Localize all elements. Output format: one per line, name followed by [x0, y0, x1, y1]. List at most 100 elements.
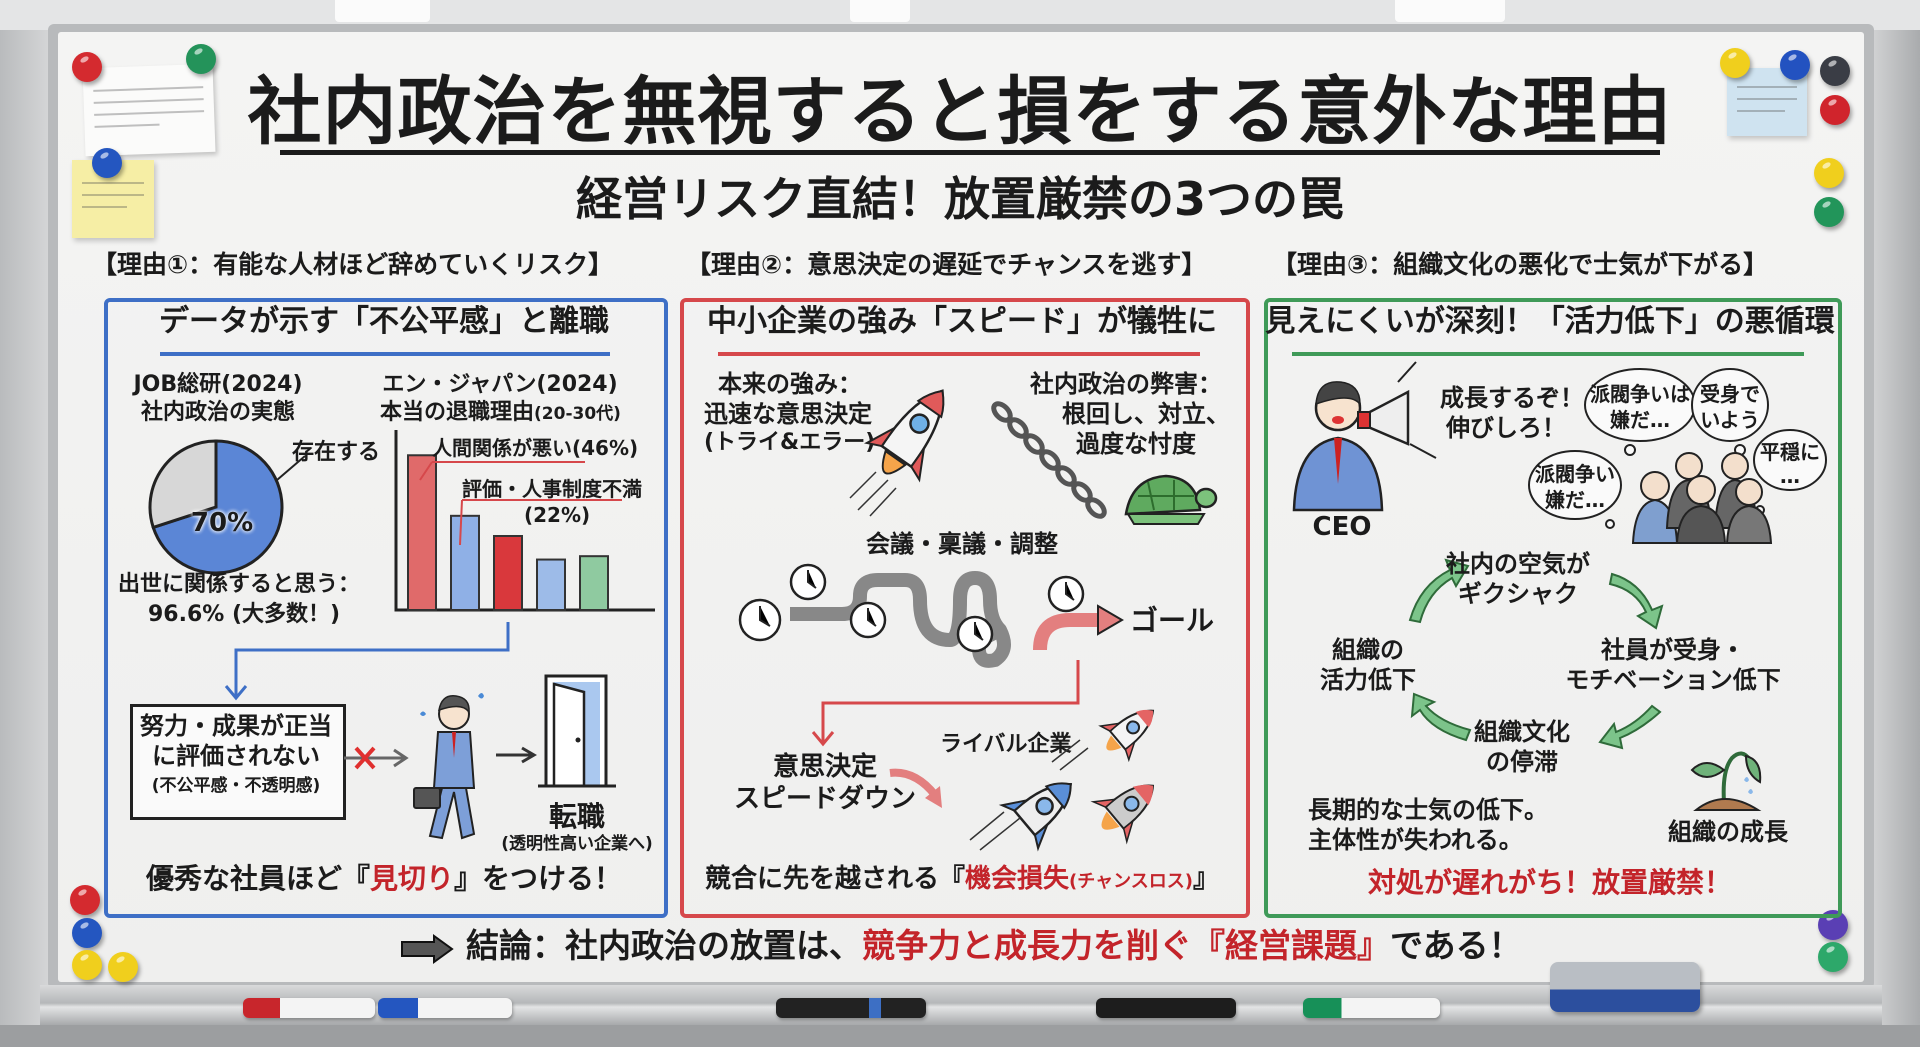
message-text: 優秀な社員ほど『 [145, 862, 370, 895]
slowdown-arrow [811, 660, 1080, 808]
conclusion-text: である！ [1390, 926, 1522, 965]
career-relation-value: 96.6% (大多数！) [148, 602, 341, 627]
strength-desc: 迅速な意思決定 [704, 400, 872, 428]
panel-title-underline [718, 352, 1200, 356]
magnet-blue[interactable] [72, 918, 102, 948]
bar-source-age: (20-30代) [534, 404, 621, 424]
magnet-green[interactable] [1814, 197, 1844, 227]
thought1-line1: 派閥争いは [1590, 382, 1690, 406]
harm-desc: 根回し、対立、 [1062, 400, 1230, 428]
reason3-panel-title: 見えにくいが深刻！「活力低下」の悪循環 [1265, 304, 1835, 339]
magnet-black[interactable] [1820, 56, 1850, 86]
magnet-yellow[interactable] [1720, 48, 1750, 78]
bar-chart-axes [394, 430, 655, 612]
plant-label: 組織の成長 [1668, 818, 1788, 846]
wilting-plant-icon [1690, 751, 1762, 811]
conclusion-text: 結論：社内政治の放置は、 [466, 926, 862, 965]
bar [450, 514, 480, 611]
blue-marker[interactable] [378, 998, 512, 1018]
ceo-megaphone-icon [1292, 361, 1437, 512]
ceo-speech-line2: 伸びしろ！ [1446, 414, 1566, 442]
bar-source: エン・ジャパン(2024) [382, 372, 618, 397]
thought-bubbles [1528, 368, 1827, 529]
pie-chart [148, 439, 284, 575]
box-line1: 努力・成果が正当 [140, 712, 332, 740]
bar [536, 558, 566, 612]
conclusion: 結論：社内政治の放置は、競争力と成長力を削ぐ『経営課題』である！ [466, 926, 1522, 966]
cycle-step-left-line1: 組織の [1332, 636, 1404, 664]
wall [1868, 30, 1920, 1047]
bar-chart [394, 430, 655, 612]
page-subtitle: 経営リスク直結！放置厳禁の3つの罠 [575, 172, 1345, 226]
magnet-green[interactable] [1818, 942, 1848, 972]
thought4-line1: 平穏に [1760, 440, 1820, 464]
strength-label: 本来の強み： [718, 370, 862, 398]
reason1-bottom-message: 優秀な社員ほど『見切り』をつける！ [146, 862, 622, 896]
cycle-step-right-line1: 社員が受身・ [1601, 636, 1745, 664]
pie-source-sub: 社内政治の実態 [140, 400, 296, 425]
open-door-icon [538, 674, 616, 788]
black-marker[interactable] [1096, 998, 1236, 1018]
panel-title-underline [160, 352, 610, 356]
rival-label: ライバル企業 [940, 732, 1072, 757]
arrow-right-icon [496, 746, 537, 764]
rival-rockets-icon [969, 709, 1155, 852]
bar-source-sub: 本当の退職理由(20-30代) [380, 400, 621, 426]
black-marker[interactable] [776, 998, 926, 1018]
magnet-blue[interactable] [1780, 50, 1810, 80]
harm-desc-2: 過度な忖度 [1076, 430, 1196, 458]
thought2-line1: 受身で [1700, 382, 1760, 406]
job-change-note: (透明性高い企業へ) [501, 834, 653, 854]
magnet-red[interactable] [1820, 95, 1850, 125]
strength-note: (トライ&エラー) [704, 430, 876, 455]
cycle-step-top-line1: 社内の空気が [1446, 550, 1590, 578]
pie-source: JOB総研(2024) [133, 372, 303, 397]
pie-label: 存在する [292, 440, 381, 465]
longterm-line1: 長期的な士気の低下。 [1308, 796, 1548, 824]
magnet-green[interactable] [186, 44, 216, 74]
ceiling-light [335, 0, 430, 22]
career-relation-label: 出世に関係すると思う： [118, 572, 361, 597]
unfair-evaluation-box [130, 704, 346, 820]
bar [493, 535, 523, 611]
turtle-icon [1124, 474, 1218, 525]
message-highlight: 機会損失 [965, 864, 1070, 894]
vicious-cycle-arrows [1408, 558, 1664, 750]
whiteboard-eraser[interactable] [1550, 962, 1700, 1012]
bar-source-text: 本当の退職理由 [380, 400, 535, 425]
unmotivated-employees-icon [1631, 452, 1773, 544]
magnet-yellow[interactable] [1814, 158, 1844, 188]
title-underline [280, 150, 1660, 155]
magnet-yellow[interactable] [72, 950, 102, 980]
wall [0, 30, 50, 1047]
slowdown-line2: スピードダウン [733, 784, 917, 814]
magnet-yellow[interactable] [108, 952, 138, 982]
conclusion-highlight: 競争力と成長力を削ぐ『経営課題』 [862, 926, 1390, 965]
winding-path-with-clocks [738, 563, 1124, 668]
message-highlight: 見切り [369, 862, 455, 895]
magnet-blue[interactable] [92, 148, 122, 178]
magnet-red[interactable] [72, 52, 102, 82]
thought3-line1: 派閥争い [1535, 462, 1615, 486]
pie-slice-exists [151, 439, 284, 575]
message-text: 競合に先を越される『 [705, 864, 966, 894]
pie-leader-line [276, 455, 306, 481]
job-change-label: 転職 [548, 800, 606, 833]
reason2-header: 【理由②：意思決定の遅延でチャンスを逃す】 [686, 250, 1207, 279]
sticky-note-white [82, 63, 216, 157]
panel-title-underline [1292, 352, 1804, 356]
reason1-panel [104, 298, 668, 918]
bar [579, 555, 609, 612]
process-label: 会議・稟議・調整 [866, 530, 1058, 558]
magnet-red[interactable] [70, 885, 100, 915]
red-marker[interactable] [243, 998, 375, 1018]
green-marker[interactable] [1303, 998, 1440, 1018]
bar-label-relationships: 人間関係が悪い(46%) [432, 436, 639, 460]
reason2-panel [680, 298, 1250, 918]
thought1-line2: 嫌だ… [1610, 408, 1670, 432]
pie-slice-other [148, 439, 218, 530]
reason3-header: 【理由③：組織文化の悪化で士気が下がる】 [1272, 250, 1769, 279]
cycle-step-bottom-line1: 組織文化 [1474, 718, 1570, 746]
reason1-header: 【理由①：有能な人材ほど辞めていくリスク】 [92, 250, 614, 279]
goal-label: ゴール [1130, 604, 1215, 637]
